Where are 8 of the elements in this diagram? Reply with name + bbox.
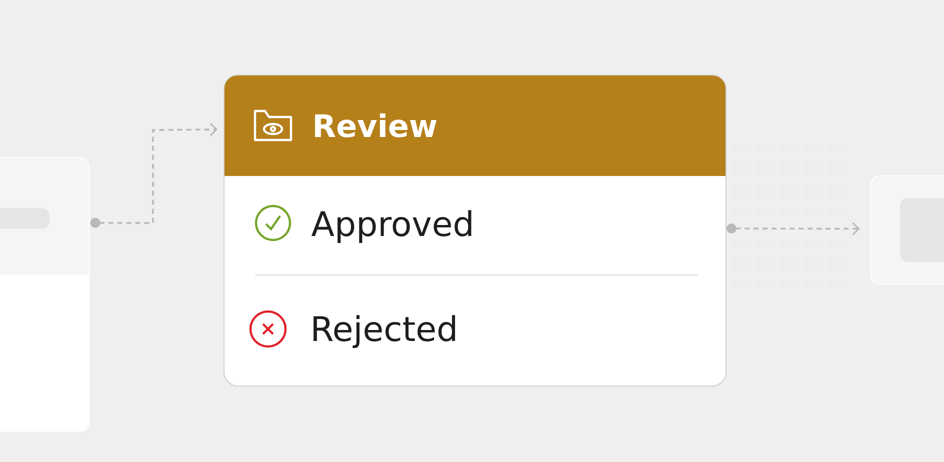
connector-arrow [726, 222, 860, 236]
status-label: Rejected [314, 315, 456, 348]
review-card [224, 74, 726, 386]
card-title: Review [315, 113, 437, 138]
card [870, 174, 944, 286]
card [0, 156, 90, 432]
connector-arrow [90, 123, 218, 228]
status-label: Approved [311, 210, 472, 244]
